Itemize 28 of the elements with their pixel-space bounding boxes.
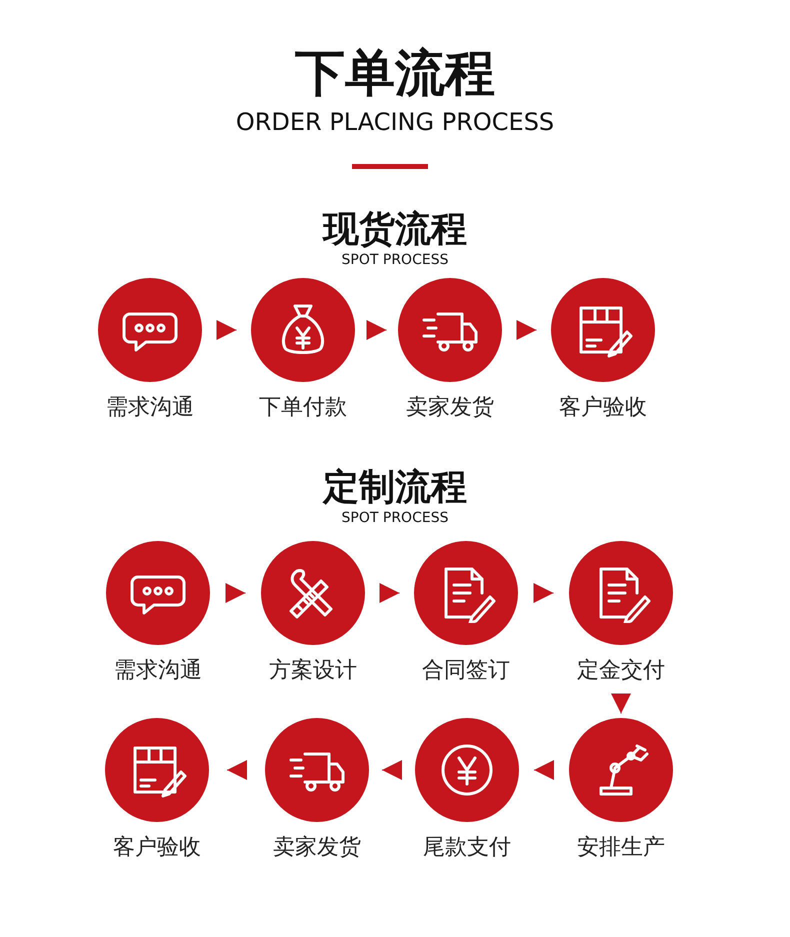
section-subtitle: SPOT PROCESS xyxy=(340,510,450,526)
page-title: 下单流程 xyxy=(294,43,496,104)
arrow xyxy=(379,583,400,603)
section-subtitle: SPOT PROCESS xyxy=(340,252,450,268)
step-label: 卖家发货 xyxy=(405,394,495,422)
arrow xyxy=(226,760,248,780)
arrow xyxy=(366,320,387,340)
arrow xyxy=(382,760,402,780)
step-label: 需求沟通 xyxy=(113,657,203,685)
arrow xyxy=(533,583,554,603)
arrow xyxy=(611,693,631,714)
step-label: 方案设计 xyxy=(268,657,358,685)
arrow xyxy=(216,320,237,340)
step-label: 客户验收 xyxy=(112,834,202,862)
arrow xyxy=(225,583,246,603)
step-label: 尾款支付 xyxy=(422,834,512,862)
arrow xyxy=(516,320,537,340)
step-label: 需求沟通 xyxy=(105,394,195,422)
arrow xyxy=(534,760,554,780)
step-label: 定金交付 xyxy=(576,657,666,685)
step-label: 合同签订 xyxy=(421,657,511,685)
step-label: 下单付款 xyxy=(258,394,348,422)
section-title: 定制流程 xyxy=(322,466,468,510)
step-label: 安排生产 xyxy=(576,834,666,862)
page-subtitle: ORDER PLACING PROCESS xyxy=(234,108,556,136)
section-title: 现货流程 xyxy=(321,208,468,252)
step-label: 客户验收 xyxy=(558,394,648,422)
step-label: 卖家发货 xyxy=(272,834,362,862)
